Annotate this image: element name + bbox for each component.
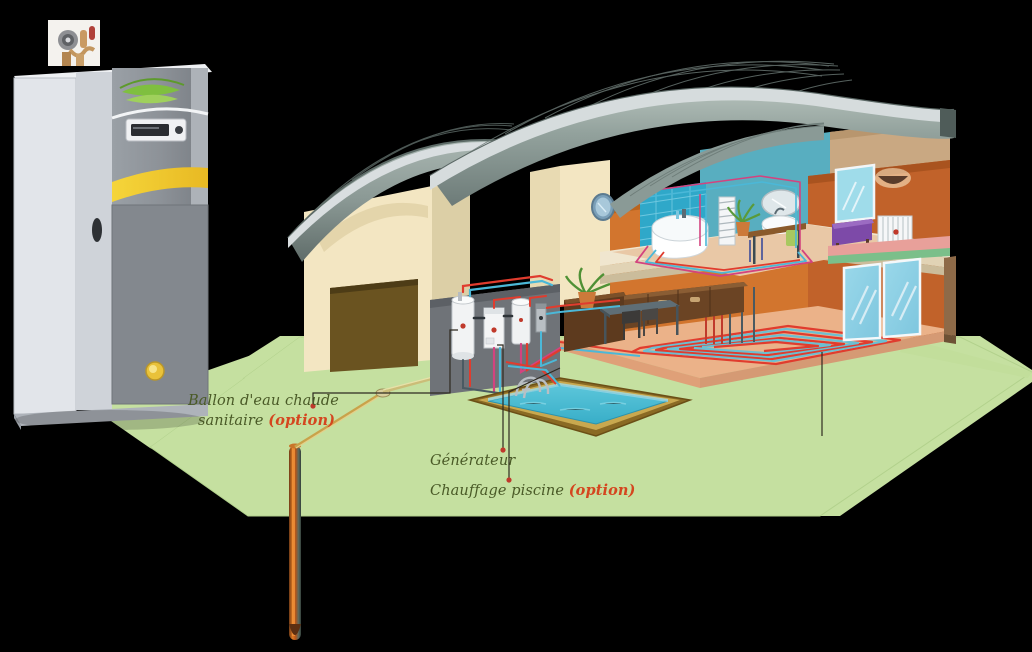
towel-radiator <box>718 196 736 246</box>
label-piscine-option: (option) <box>568 482 636 499</box>
label-ballon-line2: sanitaire (option) <box>198 412 335 429</box>
washbasin <box>748 207 806 264</box>
label-chauffage-piscine: Chauffage piscine (option) <box>430 482 635 499</box>
sliding-glass-doors[interactable] <box>842 257 922 342</box>
leader-lines <box>312 329 823 480</box>
label-ballon-line2-option: (option) <box>268 412 336 429</box>
label-piscine-plain: Chauffage piscine <box>430 483 569 499</box>
bedroom <box>828 163 950 264</box>
dining-chairs <box>622 308 658 340</box>
swimming-pool <box>467 361 693 437</box>
bathtub <box>651 209 709 259</box>
heat-pump-occlusion-mask <box>0 330 196 440</box>
brand-logo <box>119 78 185 104</box>
bedroom-window <box>836 165 874 222</box>
underfloor-heating-upper <box>635 175 813 277</box>
label-generateur: Générateur <box>430 453 516 469</box>
leader-dots <box>310 229 899 483</box>
potted-plant-bathroom <box>726 199 761 236</box>
underfloor-heating-spiral <box>630 324 902 366</box>
label-ballon-line1: Ballon d'eau chaude <box>188 393 339 409</box>
label-ballon-line2-plain: sanitaire <box>198 413 269 429</box>
valve-manifold <box>535 303 547 333</box>
heat-pump-cabinet <box>13 20 212 430</box>
buffer-tank <box>511 298 531 345</box>
control-display[interactable] <box>125 118 187 142</box>
wall-lamp <box>875 168 911 188</box>
round-porthole-window <box>591 193 615 221</box>
ground-floor-interior <box>559 256 956 388</box>
lawn-ground-plane <box>95 336 1032 517</box>
upper-floor-bathroom <box>635 175 813 277</box>
compressor-assembly <box>48 20 100 66</box>
round-mirror <box>761 189 801 217</box>
main-curved-roof <box>429 60 956 218</box>
